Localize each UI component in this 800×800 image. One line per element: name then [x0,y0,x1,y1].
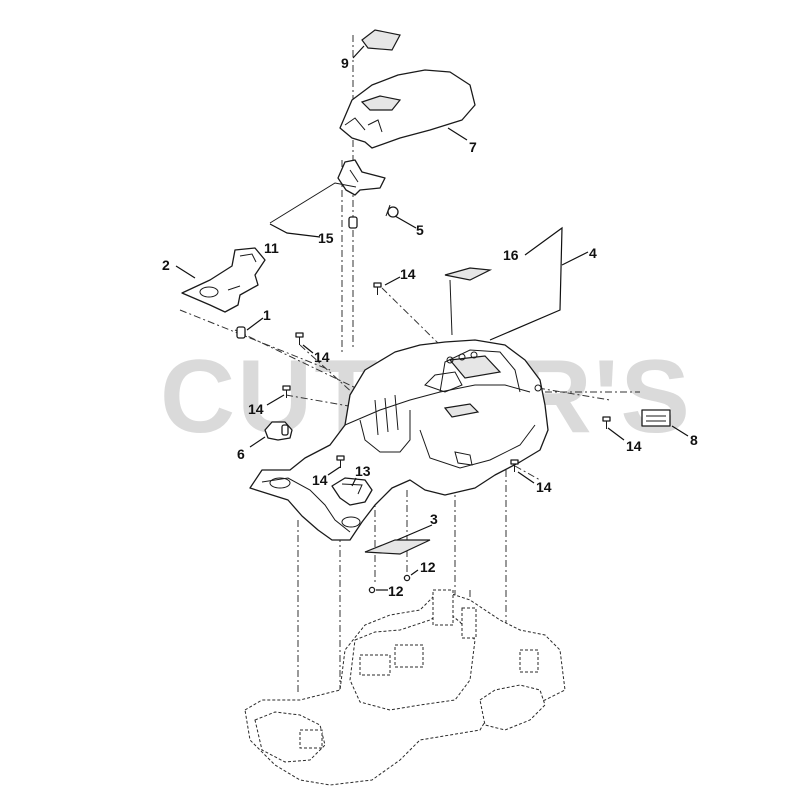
callout-11: 11 [264,240,279,256]
part-sensor [264,421,293,441]
part-rating-label [641,409,671,427]
callout-2: 2 [162,257,170,273]
part-spring [385,204,399,218]
leader-lines [175,45,689,591]
callout-12-upper: 12 [420,559,436,575]
part-small-screws [368,574,411,594]
callout-16: 16 [503,247,519,263]
callout-4: 4 [589,245,597,261]
callout-12-lower: 12 [388,583,404,599]
part-screws-14 [282,282,611,472]
callout-15: 15 [318,230,334,246]
callout-1: 1 [263,307,271,323]
callout-14-left-lower: 14 [312,472,328,488]
callout-8: 8 [690,432,698,448]
callout-labels: 9 7 5 11 15 2 1 16 4 14 14 14 6 14 13 3 … [162,55,698,599]
callout-14-right-upper: 14 [626,438,642,454]
callout-9: 9 [341,55,349,71]
part-pin-15 [348,216,358,229]
callout-14-left-upper: 14 [314,349,330,365]
callout-14-left-mid: 14 [248,401,264,417]
part-hinge-bracket [337,159,386,196]
part-cap-label [361,29,401,51]
part-top-cover [339,69,476,149]
callout-13: 13 [355,463,371,479]
part-pin-1 [236,326,246,339]
part-clip [331,477,373,506]
callout-6: 6 [237,446,245,462]
callout-3: 3 [430,511,438,527]
assembly-lines [179,35,640,740]
callout-5: 5 [416,222,424,238]
callout-14-right-lower: 14 [536,479,552,495]
part-bracket-plate [181,247,266,313]
part-gasket [364,539,431,555]
part-decal [444,267,493,336]
base-chassis [244,589,566,786]
part-main-housing [249,339,549,541]
callout-14-top: 14 [400,266,416,282]
part-seal-sheet [269,182,357,224]
callout-7: 7 [469,139,477,155]
